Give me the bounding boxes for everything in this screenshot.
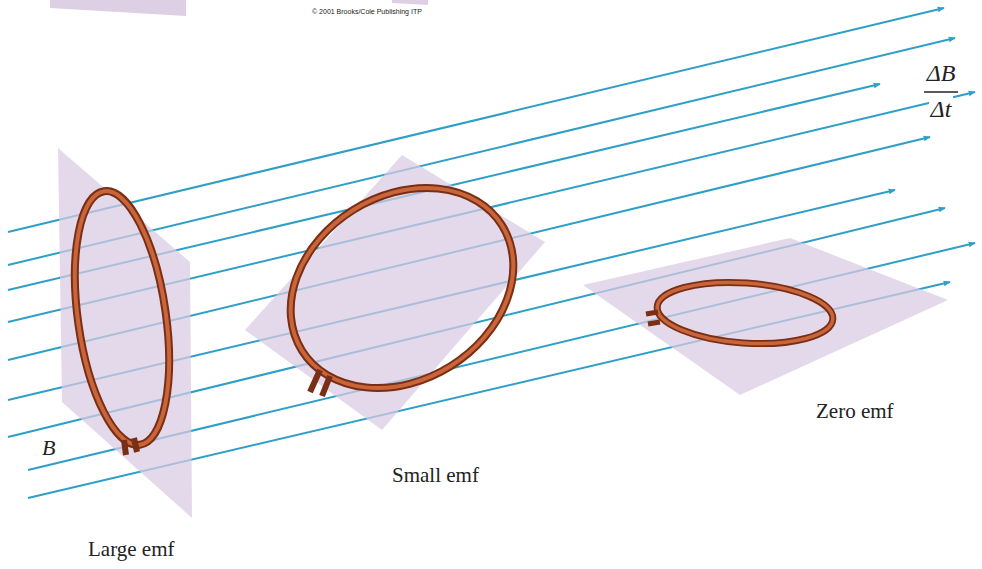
rate-numerator: ΔB (925, 60, 958, 86)
emf-caption: Small emf (392, 464, 479, 487)
loop-plane (58, 148, 192, 518)
loop-plane (583, 238, 948, 395)
emf-caption: Large emf (88, 538, 174, 561)
copyright-note: © 2001 Brooks/Cole Publishing ITP (312, 8, 422, 16)
field-symbol: B (40, 436, 57, 460)
plane-fragment (50, 0, 186, 16)
plane-fragment (392, 0, 428, 5)
fraction-bar (924, 91, 958, 93)
wire-loops (61, 147, 835, 455)
emf-caption: Zero emf (816, 400, 894, 423)
rate-denominator: Δt (929, 96, 954, 122)
